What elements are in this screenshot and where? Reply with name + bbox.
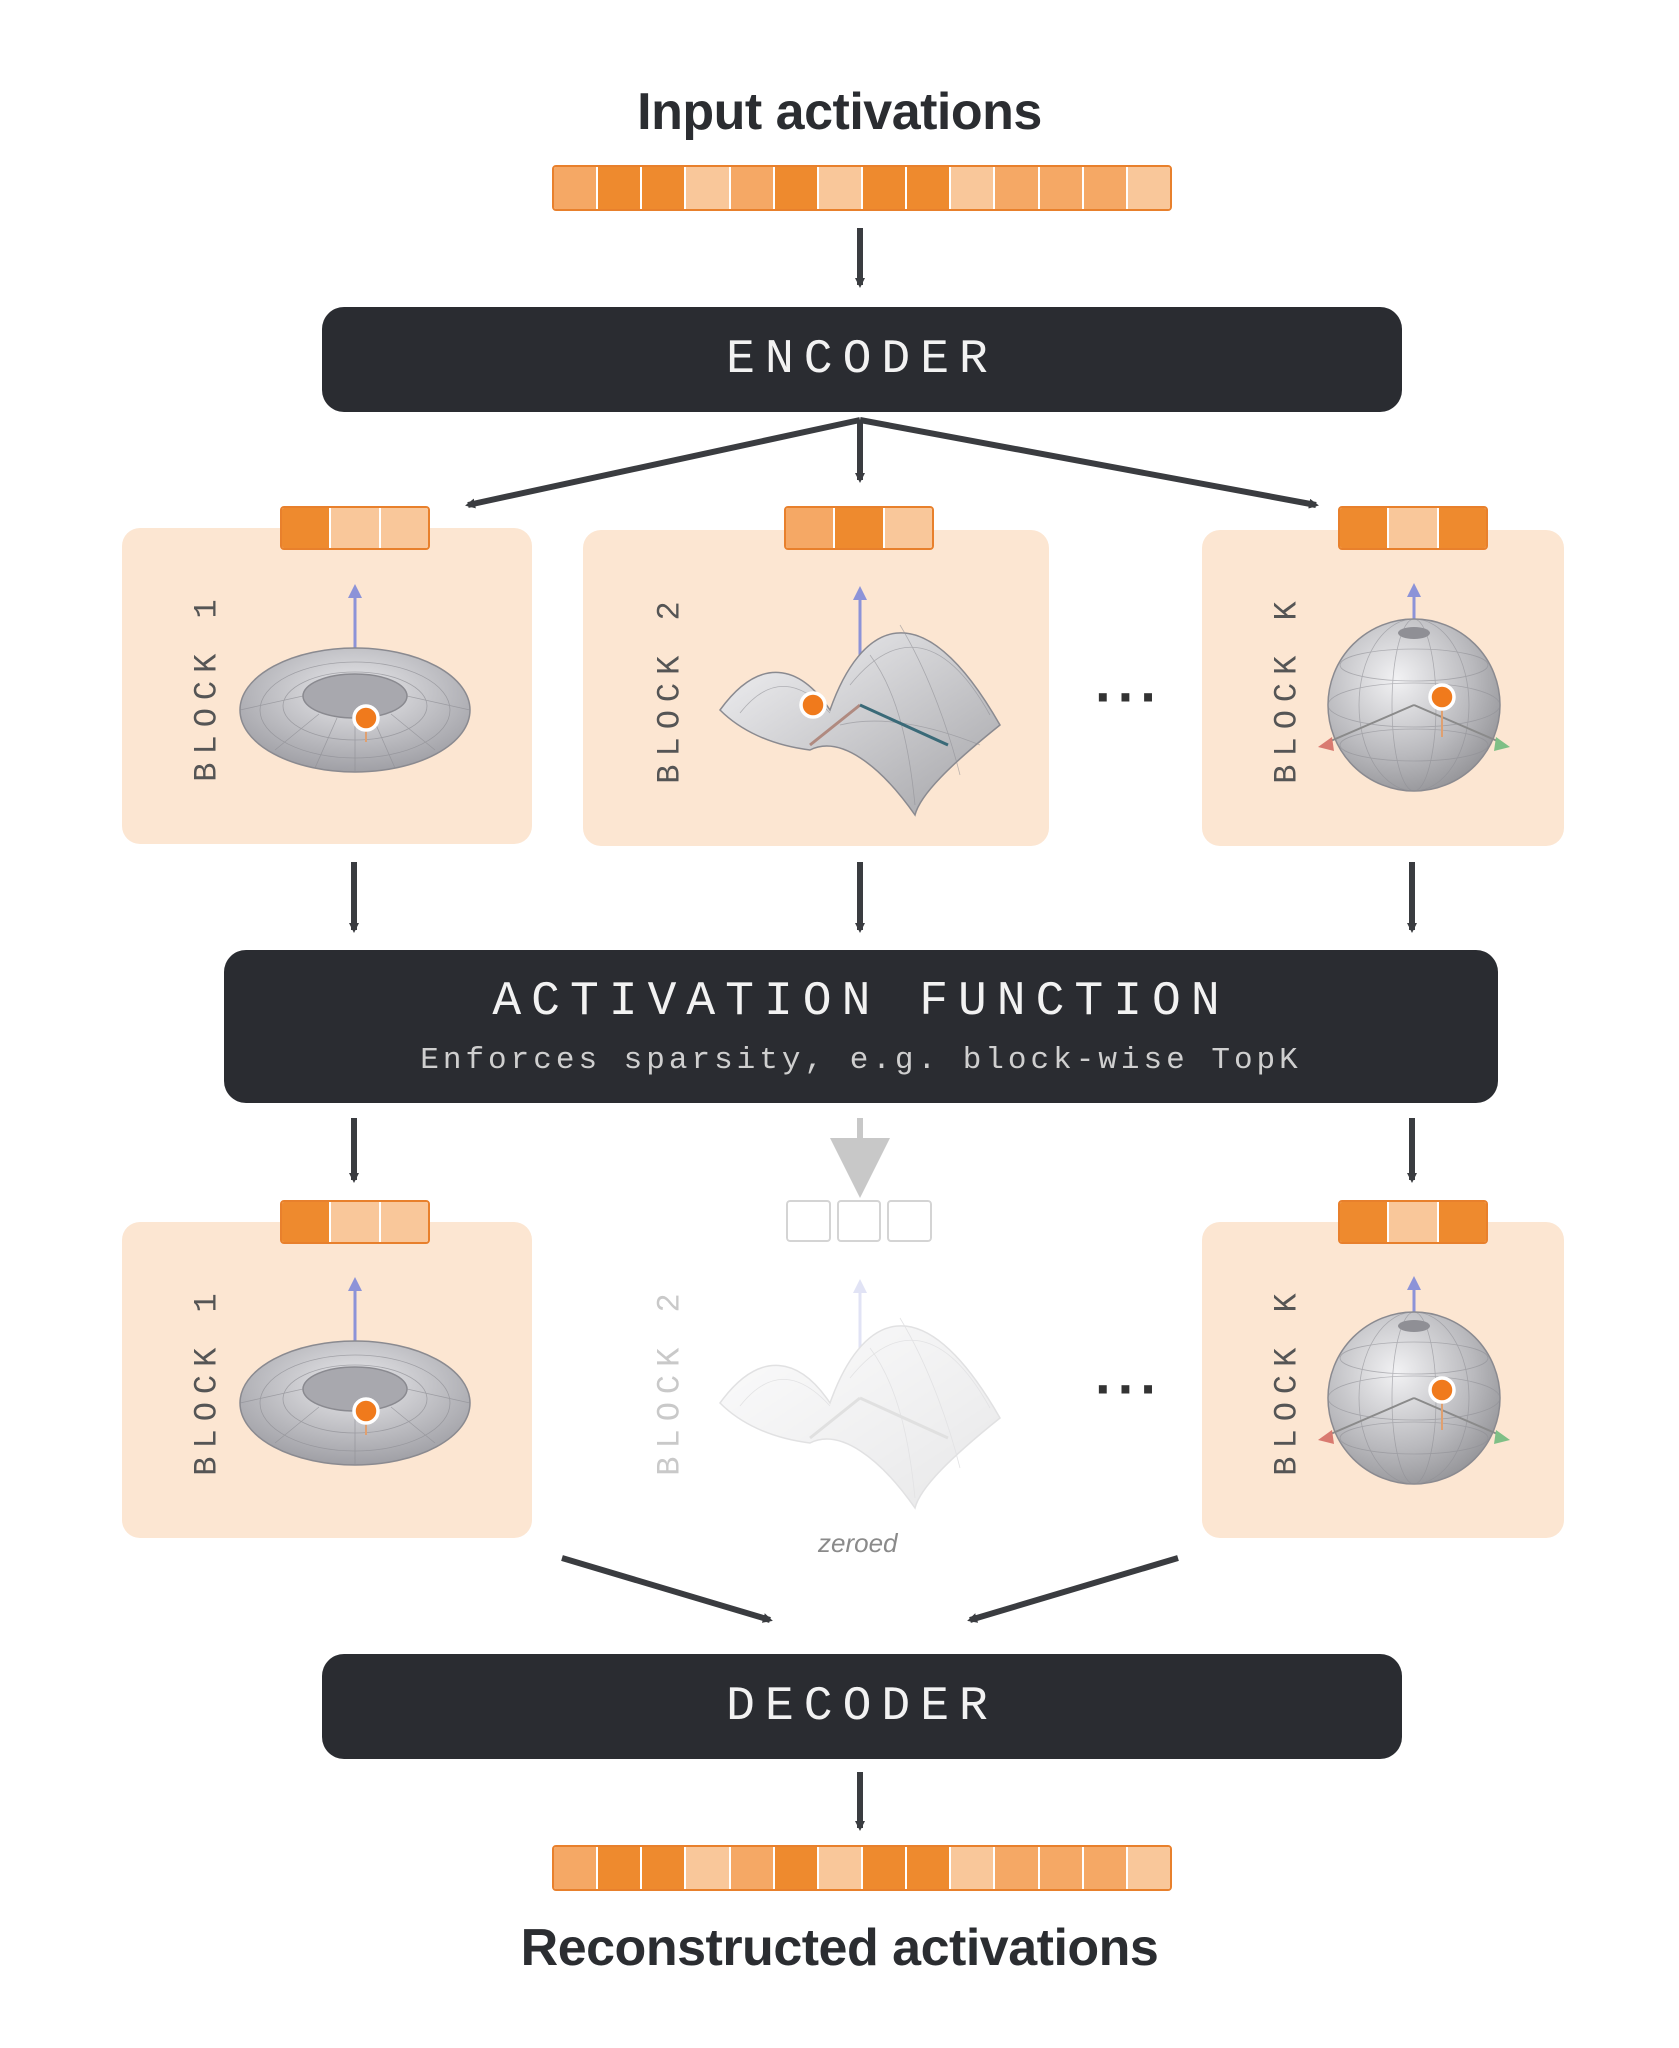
block-card: BLOCK 1 bbox=[122, 528, 532, 844]
vector-cell bbox=[730, 1847, 775, 1889]
block-vector bbox=[1338, 506, 1488, 550]
arrow bbox=[465, 417, 861, 509]
vector-cell bbox=[862, 167, 908, 209]
vector-cell bbox=[1340, 508, 1390, 548]
output-vector bbox=[552, 1845, 1172, 1891]
vector-cell bbox=[995, 167, 1040, 209]
vector-cell bbox=[282, 508, 332, 548]
vector-cell bbox=[1083, 167, 1128, 209]
vector-cell bbox=[686, 1847, 731, 1889]
decoder-label: DECODER bbox=[726, 1679, 998, 1734]
vector-cell bbox=[818, 167, 863, 209]
block-card: BLOCK 2 bbox=[583, 530, 1049, 846]
vector-cell bbox=[282, 1202, 332, 1242]
block-label: BLOCK 1 bbox=[188, 1285, 226, 1476]
vector-cell bbox=[774, 167, 819, 209]
vector-cell bbox=[1389, 1202, 1439, 1242]
vector-cell bbox=[730, 167, 775, 209]
encoder-box: ENCODER bbox=[322, 307, 1402, 412]
vector-cell bbox=[835, 508, 885, 548]
arrow bbox=[967, 1555, 1179, 1623]
vector-cell bbox=[380, 508, 428, 548]
vector-cell bbox=[598, 167, 643, 209]
block-card: BLOCK K bbox=[1202, 1222, 1564, 1538]
vector-cell bbox=[836, 1200, 882, 1242]
vector-cell bbox=[786, 508, 836, 548]
vector-cell bbox=[380, 1202, 428, 1242]
block-card-zeroed: BLOCK 2 bbox=[583, 1222, 1049, 1538]
vector-cell bbox=[331, 508, 381, 548]
input-activations-title: Input activations bbox=[637, 83, 1042, 141]
vector-cell bbox=[1438, 1202, 1486, 1242]
zeroed-label: zeroed bbox=[818, 1528, 898, 1558]
arrow bbox=[859, 417, 1319, 509]
vector-cell bbox=[686, 167, 731, 209]
vector-cell bbox=[1127, 1847, 1170, 1889]
vector-cell bbox=[951, 1847, 996, 1889]
vector-cell bbox=[1127, 167, 1170, 209]
input-vector bbox=[552, 165, 1172, 211]
block-label: BLOCK 2 bbox=[651, 593, 689, 784]
vector-cell bbox=[1039, 1847, 1084, 1889]
ellipsis: ··· bbox=[1095, 1357, 1163, 1420]
block-vector bbox=[1338, 1200, 1488, 1244]
vector-cell bbox=[884, 508, 932, 548]
encoder-label: ENCODER bbox=[726, 332, 998, 387]
vector-cell bbox=[862, 1847, 908, 1889]
block-label: BLOCK 1 bbox=[188, 591, 226, 782]
vector-cell bbox=[1039, 167, 1084, 209]
block-label: BLOCK 2 bbox=[651, 1285, 689, 1476]
vector-cell bbox=[331, 1202, 381, 1242]
block-vector bbox=[280, 1200, 430, 1244]
block-label: BLOCK K bbox=[1268, 593, 1306, 784]
activation-label: ACTIVATION FUNCTION bbox=[492, 975, 1230, 1029]
vector-cell bbox=[554, 1847, 599, 1889]
vector-cell bbox=[907, 1847, 952, 1889]
activation-sublabel: Enforces sparsity, e.g. block-wise TopK bbox=[420, 1043, 1302, 1078]
vector-cell bbox=[786, 1200, 831, 1242]
block-card: BLOCK 1 bbox=[122, 1222, 532, 1538]
vector-cell bbox=[1083, 1847, 1128, 1889]
vector-cell bbox=[642, 167, 687, 209]
block-vector bbox=[280, 506, 430, 550]
arrow bbox=[561, 1555, 773, 1623]
vector-cell bbox=[774, 1847, 819, 1889]
decoder-box: DECODER bbox=[322, 1654, 1402, 1759]
vector-cell bbox=[907, 167, 952, 209]
block-card: BLOCK K bbox=[1202, 530, 1564, 846]
vector-cell bbox=[598, 1847, 643, 1889]
reconstructed-activations-title: Reconstructed activations bbox=[520, 1919, 1159, 1977]
ellipsis: ··· bbox=[1095, 665, 1163, 728]
vector-cell bbox=[887, 1200, 932, 1242]
vector-cell bbox=[642, 1847, 687, 1889]
vector-cell bbox=[554, 167, 599, 209]
activation-function-box: ACTIVATION FUNCTION Enforces sparsity, e… bbox=[224, 950, 1498, 1103]
vector-cell bbox=[1438, 508, 1486, 548]
vector-cell bbox=[951, 167, 996, 209]
vector-cell bbox=[818, 1847, 863, 1889]
vector-cell bbox=[1389, 508, 1439, 548]
vector-cell bbox=[1340, 1202, 1390, 1242]
block-label: BLOCK K bbox=[1268, 1285, 1306, 1476]
block-vector-empty bbox=[786, 1200, 932, 1242]
vector-cell bbox=[995, 1847, 1040, 1889]
block-vector bbox=[784, 506, 934, 550]
